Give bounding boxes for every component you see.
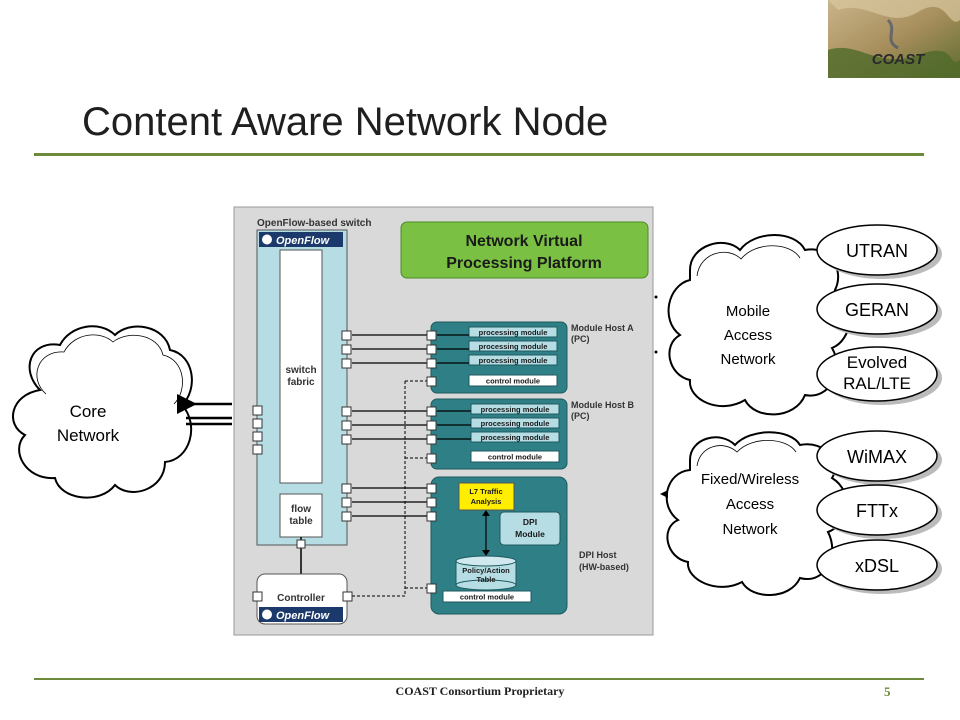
- tech-ellipse-wimax: WiMAX: [816, 430, 942, 485]
- control-module: control module: [442, 590, 532, 603]
- tech-ellipse-xdsl: xDSL: [816, 539, 942, 594]
- nvpp-title-2: Processing Platform: [446, 255, 602, 272]
- switch-fabric-label-1: switch: [285, 365, 316, 376]
- svg-text:Evolved: Evolved: [847, 353, 907, 372]
- processing-module: processing module: [468, 326, 558, 338]
- svg-text:control module: control module: [486, 377, 540, 386]
- svg-text:xDSL: xDSL: [855, 556, 899, 576]
- svg-text:WiMAX: WiMAX: [847, 447, 907, 467]
- svg-text:GERAN: GERAN: [845, 300, 909, 320]
- tech-ellipse-fttx: FTTx: [816, 484, 942, 539]
- svg-text:processing module: processing module: [481, 433, 550, 442]
- svg-text:control module: control module: [460, 593, 514, 602]
- l7-label-2: Analysis: [471, 497, 502, 506]
- tech-ellipse-evolved-ral-lte: Evolved RAL/LTE: [816, 346, 942, 405]
- openflow-logo-top: OpenFlow: [259, 232, 343, 247]
- control-module: control module: [468, 374, 558, 387]
- nvpp-title-1: Network Virtual: [465, 233, 582, 250]
- svg-text:RAL/LTE: RAL/LTE: [843, 374, 911, 393]
- flow-table-label-1: flow: [291, 504, 311, 515]
- svg-text:processing module: processing module: [481, 419, 550, 428]
- policy-label-2: Table: [476, 575, 495, 584]
- logo-text: COAST: [872, 51, 926, 68]
- processing-module: processing module: [470, 417, 560, 429]
- module-host-a-label-2: (PC): [571, 334, 590, 344]
- nvpp-header: [400, 221, 649, 279]
- footer-divider: [34, 678, 924, 680]
- svg-text:OpenFlow: OpenFlow: [276, 235, 331, 247]
- openflow-icon: [262, 609, 272, 620]
- module-host-a-label-1: Module Host A: [571, 323, 634, 333]
- fixed-access-label-1: Fixed/Wireless: [701, 471, 799, 488]
- svg-text:processing module: processing module: [479, 342, 548, 351]
- dpi-host-label-2: (HW-based): [579, 562, 629, 572]
- flow-table: [279, 493, 323, 538]
- control-module: control module: [470, 450, 560, 463]
- core-network-cloud: [12, 325, 193, 499]
- l7-traffic-analysis: [458, 482, 515, 511]
- svg-text:control module: control module: [488, 453, 542, 462]
- policy-label-1: Policy/Action: [462, 566, 510, 575]
- processing-module: processing module: [468, 354, 558, 366]
- processing-module: processing module: [470, 403, 560, 415]
- dpi-host-label-1: DPI Host: [579, 550, 617, 560]
- tech-ellipse-utran: UTRAN: [816, 224, 942, 279]
- svg-text:FTTx: FTTx: [856, 501, 898, 521]
- tech-ellipse-geran: GERAN: [816, 283, 942, 338]
- core-network-label-1: Core: [70, 402, 107, 421]
- l7-label-1: L7 Traffic: [469, 487, 502, 496]
- svg-text:processing module: processing module: [479, 356, 548, 365]
- footer-text: COAST Consortium Proprietary: [395, 684, 565, 698]
- dpi-module: [499, 511, 561, 546]
- mobile-access-label-3: Network: [720, 351, 776, 368]
- module-host-b-label-2: (PC): [571, 411, 590, 421]
- switch-fabric-label-2: fabric: [287, 377, 315, 388]
- openflow-logo-bottom: OpenFlow: [259, 607, 343, 622]
- mobile-access-label-1: Mobile: [726, 303, 770, 320]
- title-divider: [34, 153, 924, 156]
- ports: [252, 330, 437, 602]
- dpi-module-label-1: DPI: [523, 517, 537, 527]
- core-network-label-2: Network: [57, 426, 120, 445]
- policy-action-table: [455, 555, 517, 591]
- dpi-module-label-2: Module: [515, 529, 545, 539]
- processing-module: processing module: [468, 340, 558, 352]
- coast-logo: COAST: [828, 0, 960, 78]
- arrow-fixed: [660, 490, 668, 498]
- page-number: 5: [884, 684, 891, 699]
- controller-label: Controller: [277, 593, 325, 604]
- flow-table-label-2: table: [289, 516, 313, 527]
- svg-text:UTRAN: UTRAN: [846, 241, 908, 261]
- module-host-b-label-1: Module Host B: [571, 400, 634, 410]
- svg-text:processing module: processing module: [481, 405, 550, 414]
- svg-text:processing module: processing module: [479, 328, 548, 337]
- fixed-access-label-3: Network: [722, 521, 778, 538]
- svg-text:OpenFlow: OpenFlow: [276, 610, 331, 622]
- switch-label: OpenFlow-based switch: [257, 218, 371, 229]
- mobile-access-cloud: [667, 234, 851, 416]
- fixed-access-label-2: Access: [726, 496, 774, 513]
- processing-module: processing module: [470, 431, 560, 443]
- switch-fabric: [279, 249, 323, 484]
- mobile-access-label-2: Access: [724, 327, 772, 344]
- openflow-icon: [262, 234, 272, 245]
- control-links: [352, 380, 429, 597]
- data-links: [352, 334, 471, 517]
- page-title: Content Aware Network Node: [82, 100, 609, 144]
